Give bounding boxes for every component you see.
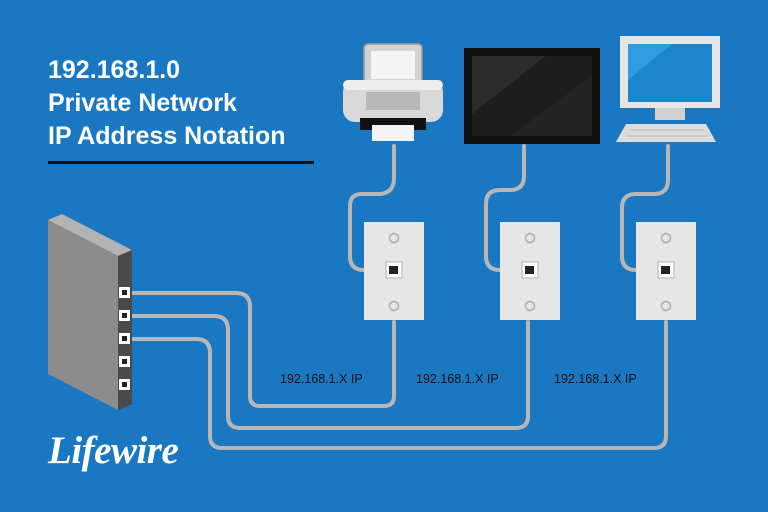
diagram-title: 192.168.1.0 Private Network IP Address N… [48,54,286,153]
cables [128,144,670,450]
ip-label-2: 192.168.1.X IP [416,372,499,386]
ip-label-1: 192.168.1.X IP [280,372,363,386]
title-line-2: Private Network [48,89,237,117]
printer-icon [343,43,443,141]
monitor-cable [484,144,526,272]
wall-plate-1 [364,222,424,320]
title-divider [48,161,314,164]
title-line-3: IP Address Notation [48,122,286,150]
wall-plate-3 [636,222,696,320]
router-cable-3 [128,320,668,450]
router-cable-2 [128,314,530,430]
title-line-1: 192.168.1.0 [48,56,181,84]
lifewire-logo: Lifewire [48,429,179,472]
monitor-icon [464,48,600,144]
computer-cable [620,144,670,272]
router [48,214,132,410]
desktop-computer-icon [616,36,720,142]
printer-cable [348,144,396,272]
wall-plate-2 [500,222,560,320]
router-cable-1 [128,291,396,408]
ip-label-3: 192.168.1.X IP [554,372,637,386]
